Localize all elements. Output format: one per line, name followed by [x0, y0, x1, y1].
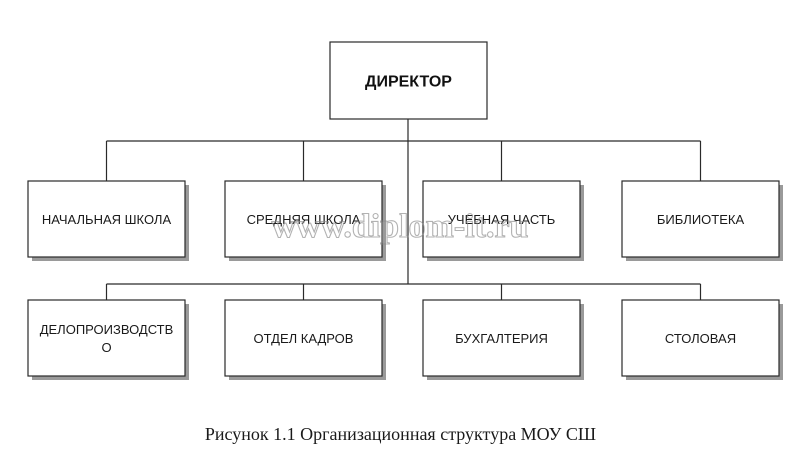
row1-box-1: НАЧАЛЬНАЯ ШКОЛА	[27, 180, 186, 258]
row2-box-3-label: БУХГАЛТЕРИЯ	[455, 331, 548, 346]
row2-box-2-label: ОТДЕЛ КАДРОВ	[254, 331, 354, 346]
row2-box-1-label: О	[101, 340, 111, 355]
row1-box-2: СРЕДНЯЯ ШКОЛА	[224, 180, 383, 258]
figure-caption: Рисунок 1.1 Организационная структура МО…	[204, 424, 597, 444]
row2-box-2: ОТДЕЛ КАДРОВ	[224, 299, 383, 377]
row2-box-2-rect	[224, 299, 383, 377]
connector-lines	[105, 119, 702, 300]
row1-box-2-rect	[224, 180, 383, 258]
org-boxes: ДИРЕКТОР НАЧАЛЬНАЯ ШКОЛА СРЕДНЯЯ ШКОЛА УЧЕБ…	[27, 41, 780, 377]
row1-box-1-label: НАЧАЛЬНАЯ ШКОЛА	[42, 212, 172, 227]
watermark: www.diplom-it.ru	[272, 208, 529, 245]
row2-box-1-rect	[27, 299, 186, 377]
row2-box-1: ДЕЛОПРОИЗВОДСТВ О	[27, 299, 186, 377]
row1-box-2-label: СРЕДНЯЯ ШКОЛА	[247, 212, 361, 227]
row1-box-4-label: БИБЛИОТЕКА	[657, 212, 745, 227]
director-box-label: ДИРЕКТОР	[365, 74, 452, 91]
row1-box-4-rect	[621, 180, 780, 258]
row1-box-3-rect	[422, 180, 581, 258]
row2-box-4: СТОЛОВАЯ	[621, 299, 780, 377]
row1-box-4: БИБЛИОТЕКА	[621, 180, 780, 258]
director-box: ДИРЕКТОР	[329, 41, 488, 120]
row1-box-3: УЧЕБНАЯ ЧАСТЬ	[422, 180, 581, 258]
director-box-rect	[329, 41, 488, 120]
row1-box-3-label: УЧЕБНАЯ ЧАСТЬ	[448, 212, 556, 227]
row2-box-1-label: ДЕЛОПРОИЗВОДСТВ	[40, 322, 174, 337]
row1-box-1-rect	[27, 180, 186, 258]
row2-box-4-label: СТОЛОВАЯ	[665, 331, 736, 346]
row2-box-3-rect	[422, 299, 581, 377]
row2-box-4-rect	[621, 299, 780, 377]
row2-box-3: БУХГАЛТЕРИЯ	[422, 299, 581, 377]
